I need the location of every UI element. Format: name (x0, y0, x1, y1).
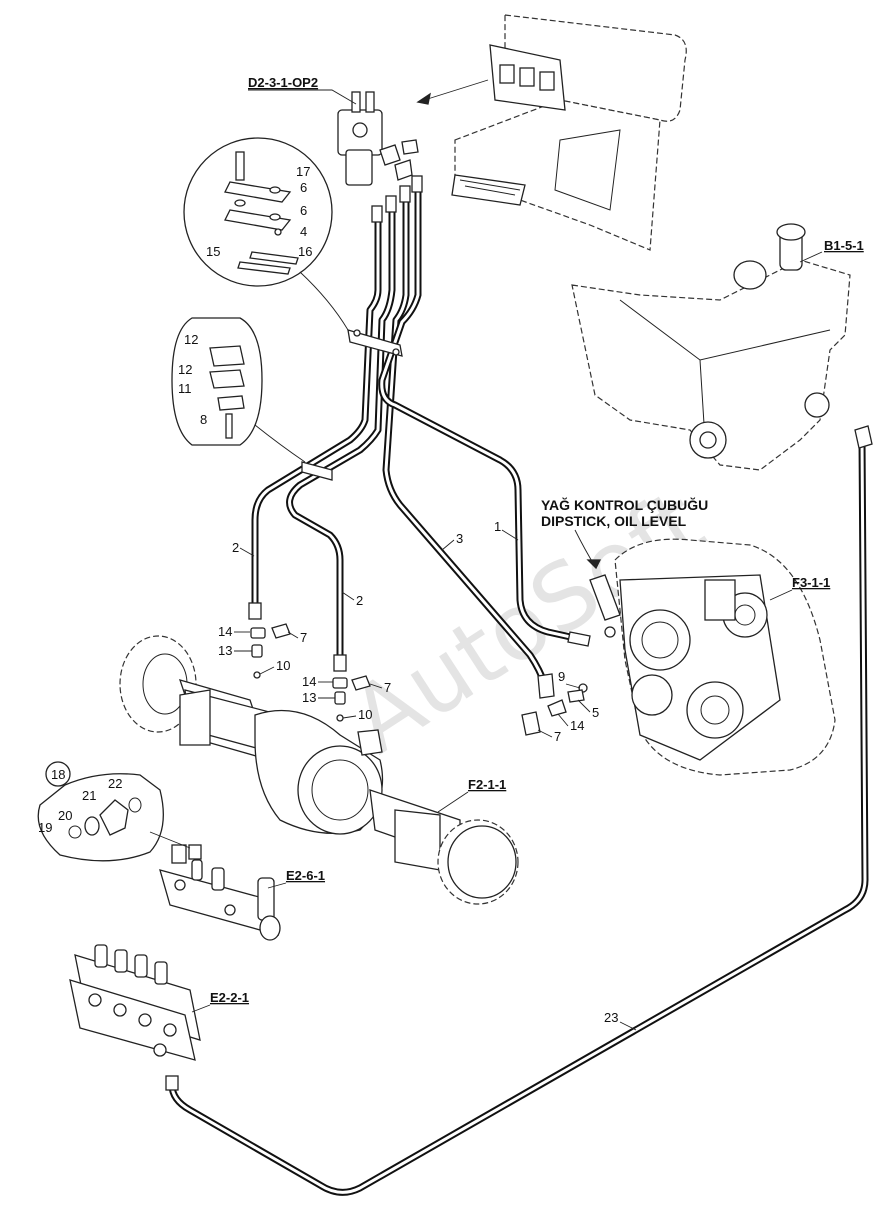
dipstick-note-en: DIPSTICK, OIL LEVEL (541, 513, 687, 529)
callout-15: 15 (206, 244, 220, 259)
hose-fittings (165, 175, 873, 1091)
ref-tank: B1-5-1 (824, 238, 864, 253)
callout-21: 21 (82, 788, 96, 803)
dipstick-note-tr: YAĞ KONTROL ÇUBUĞU (541, 496, 708, 513)
callout-10a: 10 (276, 658, 290, 673)
callout-7a: 7 (300, 630, 307, 645)
callout-12a: 12 (184, 332, 198, 347)
callout-23: 23 (604, 1010, 618, 1025)
axle-fittings (250, 623, 588, 736)
hydraulic-tank (571, 223, 851, 471)
detail-bubble-fitting (37, 761, 191, 862)
callout-8: 8 (200, 412, 207, 427)
ref-axle: F2-1-1 (468, 777, 506, 792)
callout-7c: 7 (554, 729, 561, 744)
callout-12b: 12 (178, 362, 192, 377)
callout-14a: 14 (218, 624, 232, 639)
axle-assembly (119, 635, 519, 905)
callout-17: 17 (296, 164, 310, 179)
callout-10b: 10 (358, 707, 372, 722)
callout-11: 11 (178, 381, 192, 396)
main-control-valve (69, 944, 201, 1061)
ref-valve: D2-3-1-OP2 (248, 75, 318, 90)
callout-2b: 2 (356, 593, 363, 608)
callout-9: 9 (558, 669, 565, 684)
callout-13b: 13 (302, 690, 316, 705)
callout-22: 22 (108, 776, 122, 791)
callout-20: 20 (58, 808, 72, 823)
hose-lines (168, 186, 869, 1196)
callout-3: 3 (456, 531, 463, 546)
ref-transmission: F3-1-1 (792, 575, 830, 590)
brake-manifold (159, 844, 281, 941)
pilot-valve (337, 91, 419, 186)
ref-control-valve: E2-2-1 (210, 990, 249, 1005)
callout-18: 18 (51, 767, 65, 782)
cab-dashboard (416, 14, 687, 251)
callout-14c: 14 (570, 718, 584, 733)
callout-6b: 6 (300, 203, 307, 218)
callout-1: 1 (494, 519, 501, 534)
callout-16: 16 (298, 244, 312, 259)
ref-manifold: E2-6-1 (286, 868, 325, 883)
detail-bubble-plate (171, 317, 306, 463)
callout-14b: 14 (302, 674, 316, 689)
callout-7b: 7 (384, 680, 391, 695)
callout-5: 5 (592, 705, 599, 720)
callout-19: 19 (38, 820, 52, 835)
callout-6a: 6 (300, 180, 307, 195)
hose-clamp (301, 329, 403, 481)
callout-13a: 13 (218, 643, 232, 658)
detail-bubble-clamp (183, 137, 349, 331)
transmission-housing (589, 538, 836, 776)
callout-4: 4 (300, 224, 307, 239)
callout-2a: 2 (232, 540, 239, 555)
